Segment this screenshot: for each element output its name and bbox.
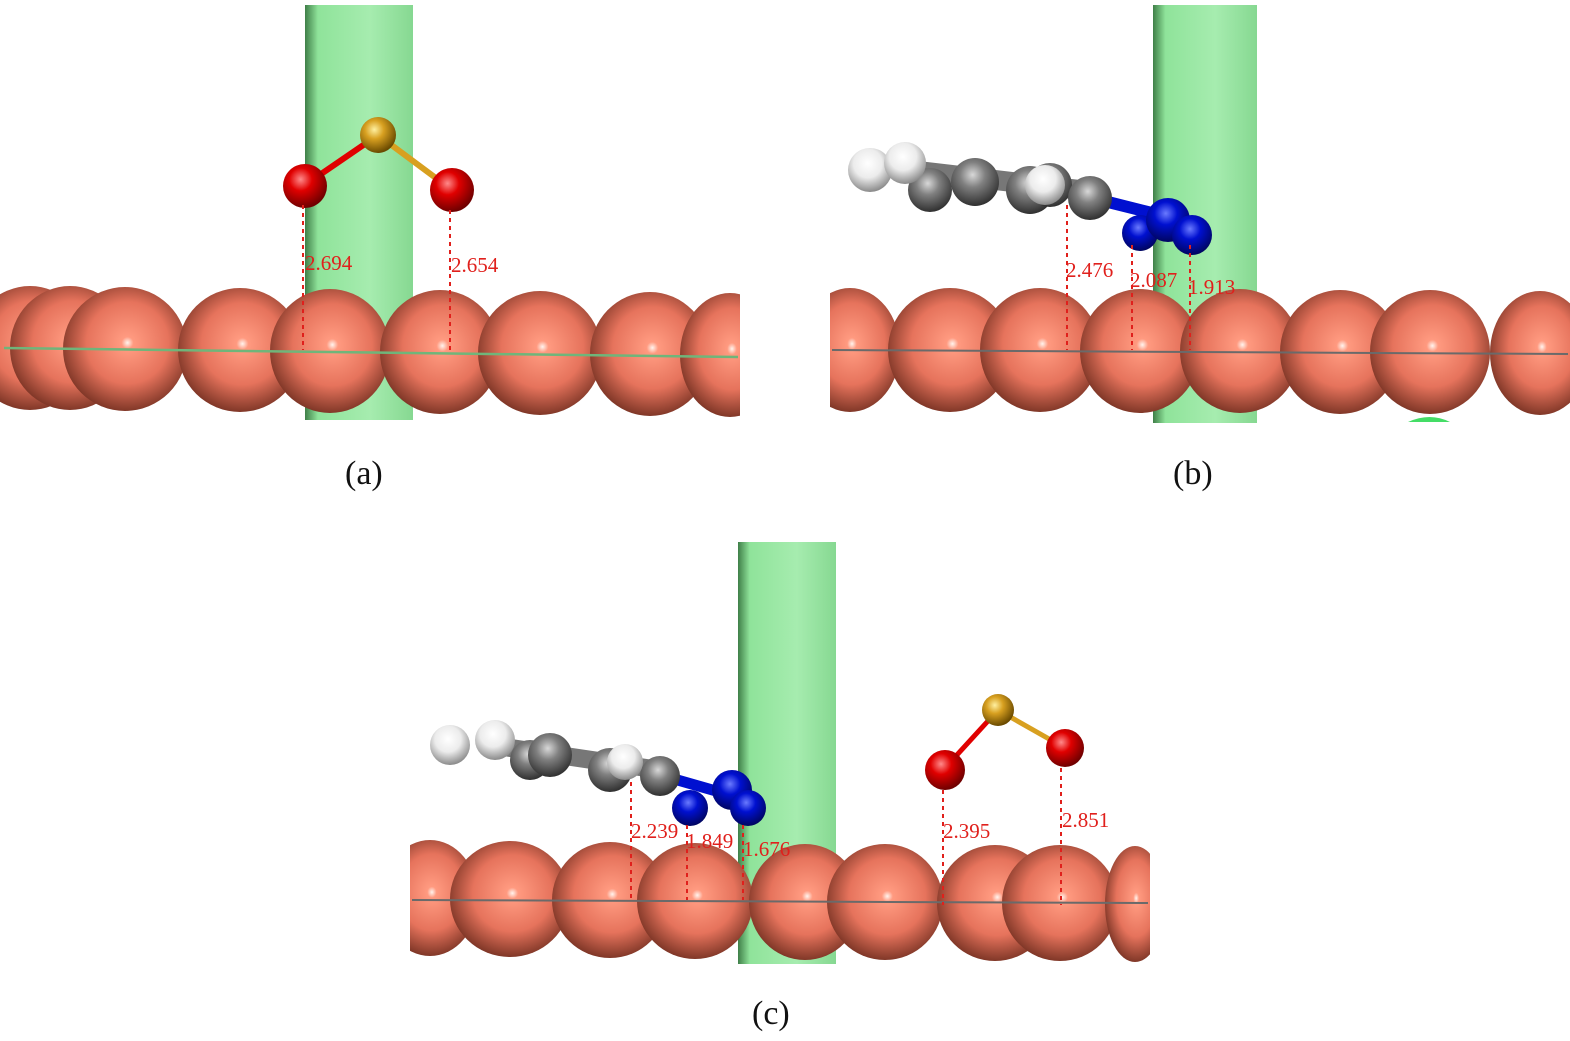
distance-label: 1.913 [1188,275,1235,299]
panel-c: 2.239 1.849 1.676 2.395 2.851 (c) [410,540,1150,1032]
oxygen-atom [430,168,474,212]
distance-label: 2.654 [451,253,499,277]
distance-markers [302,205,451,352]
panel-caption: (c) [752,995,790,1032]
oxygen-atom [283,164,327,208]
distance-label: 2.087 [1130,268,1177,292]
panel-b: 2.476 2.087 1.913 (b) [830,0,1570,492]
oxygen-atom [1046,729,1084,767]
surface-slab [410,840,1150,962]
so2-molecule [283,117,474,212]
adsorbed-molecule [848,142,1212,255]
oxygen-atom [925,750,965,790]
distance-label: 2.476 [1066,258,1113,282]
panel-caption: (a) [345,455,383,492]
surface-slab [0,286,740,417]
panel-c-structure: 2.239 1.849 1.676 2.395 2.851 [410,542,1150,964]
distance-label: 2.239 [631,819,678,843]
axis-indicator-fragment [1408,417,1450,422]
panel-caption: (b) [1173,455,1213,492]
distance-markers [1066,205,1191,350]
sulfur-atom [360,117,396,153]
distance-label: 2.694 [305,251,353,275]
distance-label: 1.849 [686,829,733,853]
distance-label: 1.676 [743,837,790,861]
panel-a: 2.694 2.654 (a) [0,0,740,492]
panel-b-structure: 2.476 2.087 1.913 [830,5,1570,423]
so2-molecule [925,694,1084,790]
panel-a-structure: 2.694 2.654 [0,5,740,420]
distance-label: 2.851 [1062,808,1109,832]
sulfur-atom [982,694,1014,726]
surface-slab [830,288,1570,415]
adsorbed-molecule [430,720,766,826]
distance-label: 2.395 [943,819,990,843]
distance-markers [630,768,1062,905]
